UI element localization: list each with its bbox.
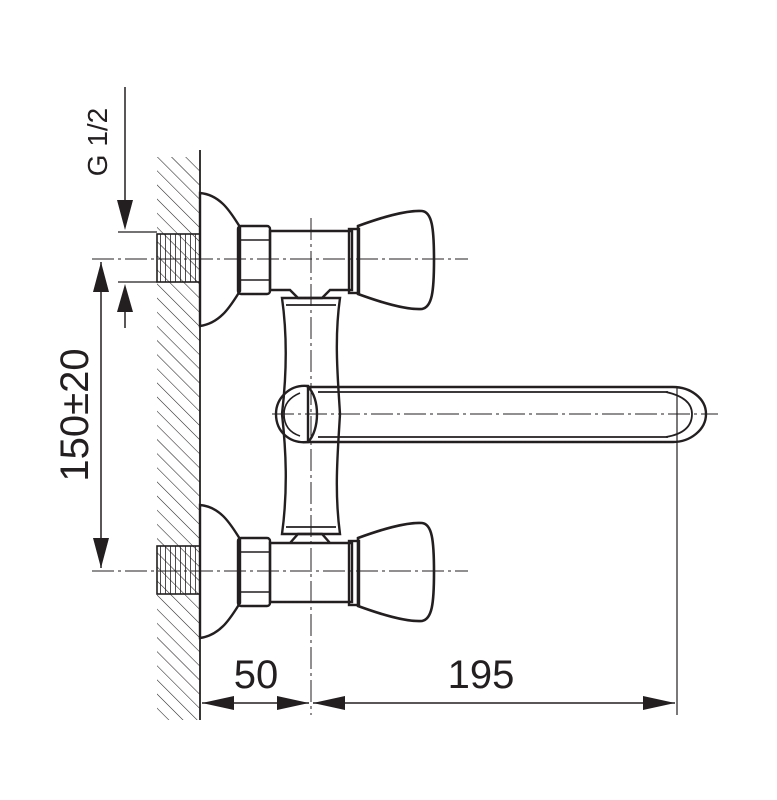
thread-dimension: G 1/2: [82, 87, 157, 328]
upper-handle: [356, 209, 436, 311]
thread-size-label: G 1/2: [82, 108, 113, 176]
upper-valve: [236, 209, 436, 311]
center-lines: [92, 218, 718, 715]
mixer-body: [280, 296, 342, 536]
wall-offset-dimension: 50: [202, 653, 309, 710]
spacing-dimension: 150±20: [53, 262, 109, 568]
spacing-label: 150±20: [53, 348, 97, 481]
upper-flange: [198, 191, 242, 328]
spout: [274, 384, 708, 444]
lower-valve: [236, 521, 436, 623]
spout-reach-label: 195: [448, 653, 515, 697]
lower-flange: [198, 503, 242, 640]
spout-reach-dimension: 195: [313, 388, 678, 715]
lower-handle: [356, 521, 436, 623]
upper-thread-connector: [156, 233, 201, 283]
lower-thread-connector: [156, 545, 201, 595]
wall-offset-label: 50: [234, 653, 279, 697]
